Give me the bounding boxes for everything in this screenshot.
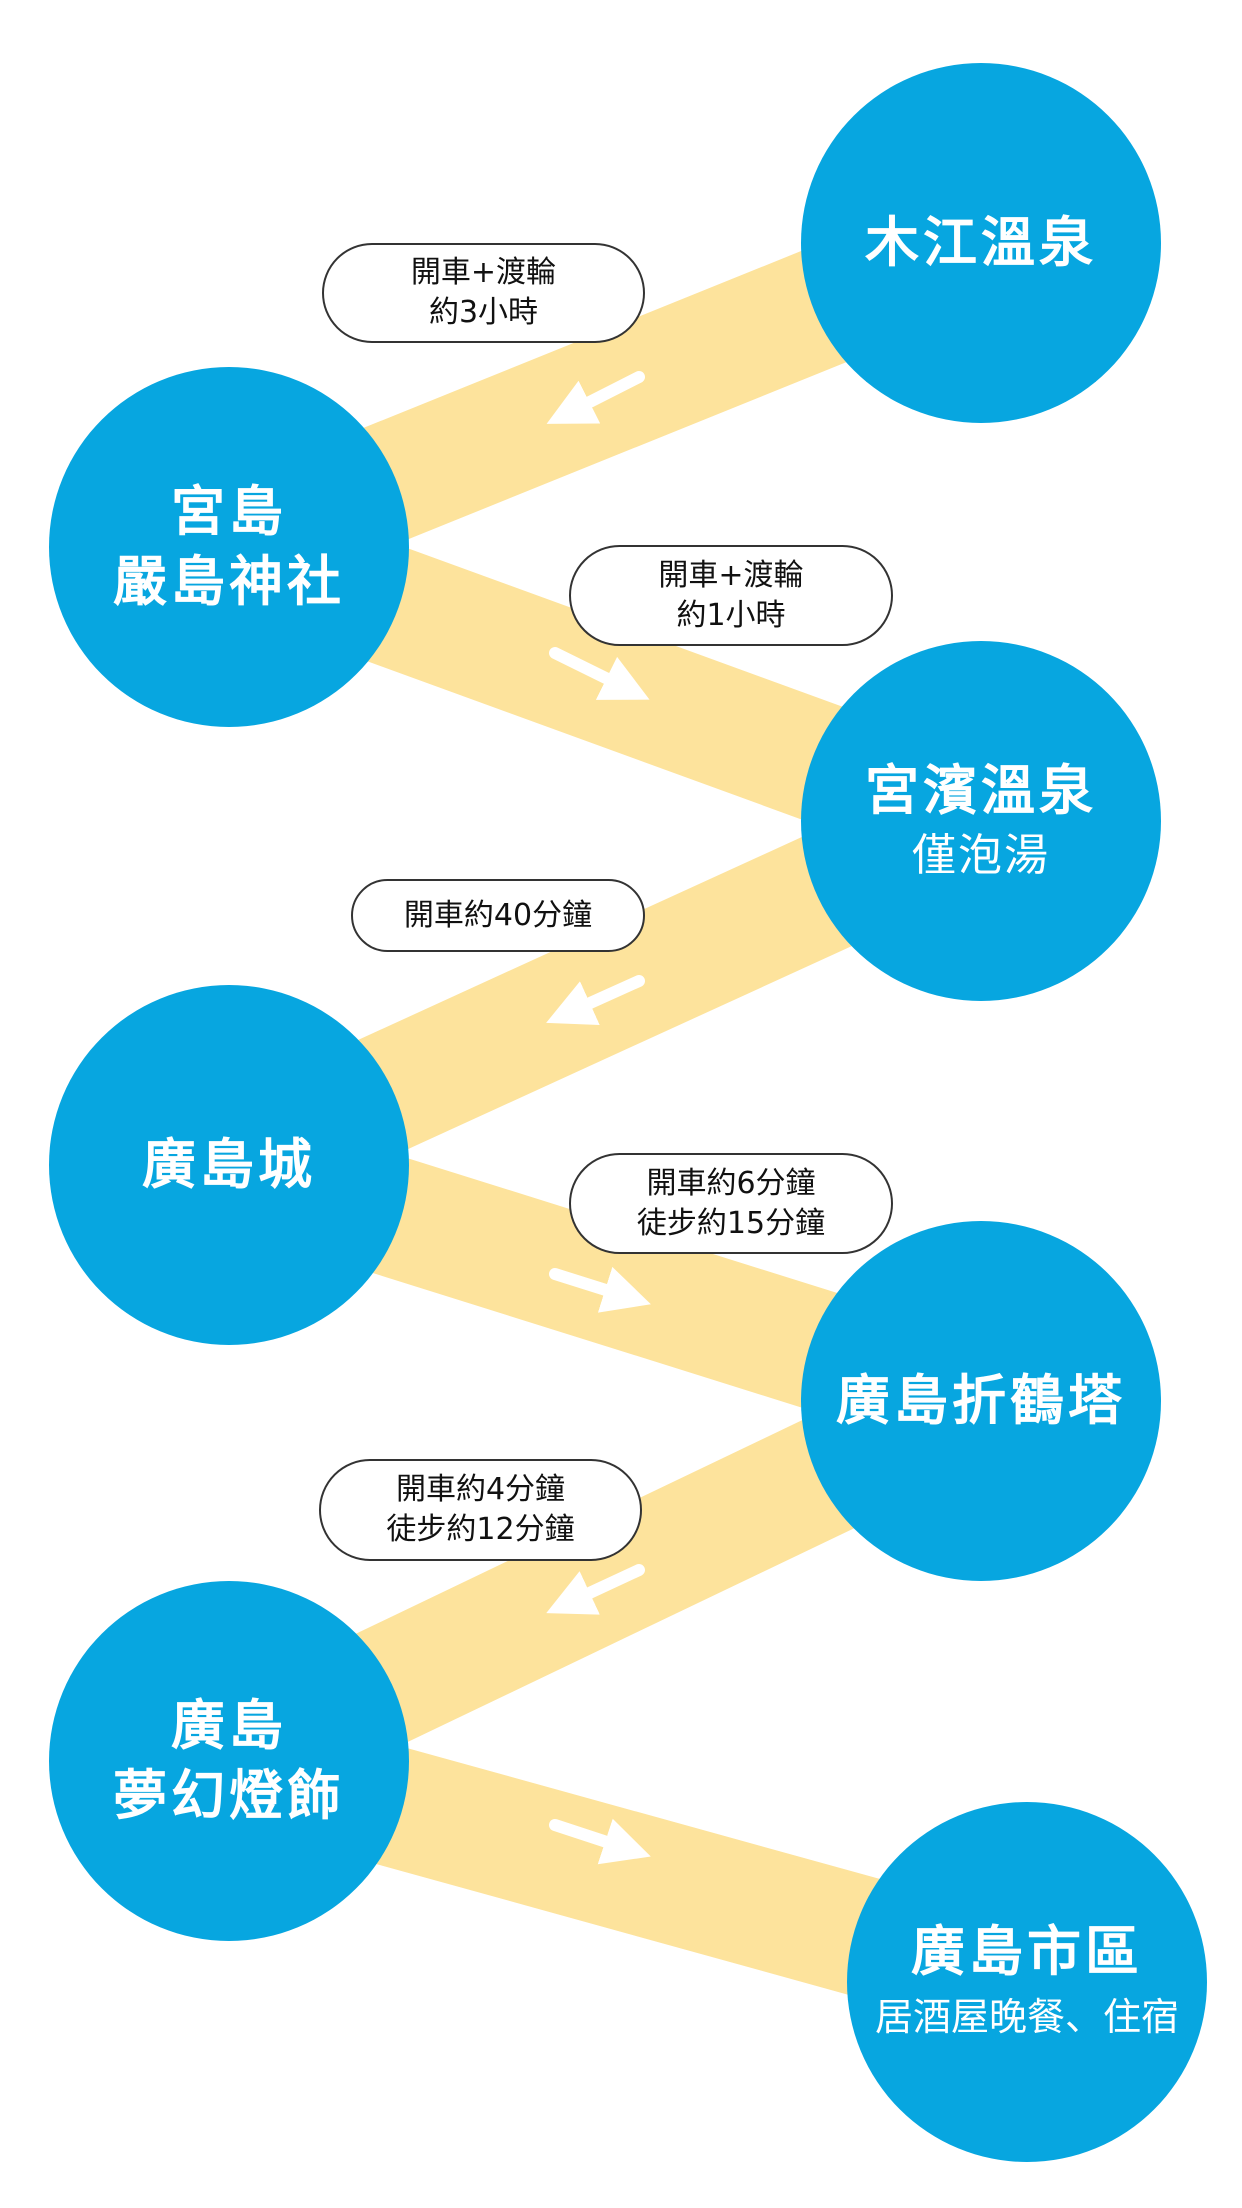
leg-label: 開車約4分鐘 徒步約12分鐘 xyxy=(319,1459,642,1561)
leg-label: 開車+渡輪 約3小時 xyxy=(322,243,645,343)
stop-title: 宮濱溫泉 xyxy=(865,759,1097,822)
leg-text: 開車+渡輪 xyxy=(410,255,557,290)
stop-kie-onsen: 木江溫泉 xyxy=(801,63,1161,423)
stop-miyajima: 宮島 嚴島神社 xyxy=(49,367,409,727)
leg-text: 開車約6分鐘 xyxy=(646,1165,816,1201)
leg-text: 約1小時 xyxy=(676,597,786,633)
stop-title: 嚴島神社 xyxy=(113,550,345,613)
stop-dreamination: 廣島 夢幻燈飾 xyxy=(49,1581,409,1941)
leg-text: 開車約40分鐘 xyxy=(403,897,593,933)
stop-title: 廣島 xyxy=(171,1694,287,1757)
stop-title: 木江溫泉 xyxy=(865,211,1097,274)
stop-subtitle: 居酒屋晚餐、住宿 xyxy=(874,1995,1179,2039)
leg-label: 開車約6分鐘 徒步約15分鐘 xyxy=(569,1153,893,1254)
arrow-icon xyxy=(549,1266,651,1313)
leg-text: 徒步約12分鐘 xyxy=(386,1512,575,1547)
stop-title: 廣島城 xyxy=(142,1133,316,1196)
stop-title: 廣島折鶴塔 xyxy=(836,1369,1126,1432)
stop-title: 廣島市區 xyxy=(911,1920,1143,1983)
arrow-icon xyxy=(546,975,645,1026)
leg-label: 開車+渡輪 約1小時 xyxy=(569,545,893,646)
stop-miyahama-onsen: 宮濱溫泉 僅泡湯 xyxy=(801,641,1161,1001)
arrow-icon xyxy=(549,647,650,700)
arrow-icon xyxy=(549,1818,651,1865)
stop-subtitle: 僅泡湯 xyxy=(912,830,1050,881)
leg-label: 開車約40分鐘 xyxy=(351,879,645,952)
leg-text: 開車約4分鐘 xyxy=(395,1472,566,1507)
leg-text: 約3小時 xyxy=(428,295,539,330)
stop-hiroshima-castle: 廣島城 xyxy=(49,985,409,1345)
leg-text: 開車+渡輪 xyxy=(658,557,804,593)
stop-title: 夢幻燈飾 xyxy=(113,1764,345,1827)
arrow-icon xyxy=(546,371,645,424)
arrow-icon xyxy=(546,1564,645,1615)
stop-orizuru-tower: 廣島折鶴塔 xyxy=(801,1221,1161,1581)
stop-hiroshima-city: 廣島市區 居酒屋晚餐、住宿 xyxy=(847,1802,1207,2162)
stop-title: 宮島 xyxy=(171,480,287,543)
leg-text: 徒步約15分鐘 xyxy=(636,1205,826,1241)
